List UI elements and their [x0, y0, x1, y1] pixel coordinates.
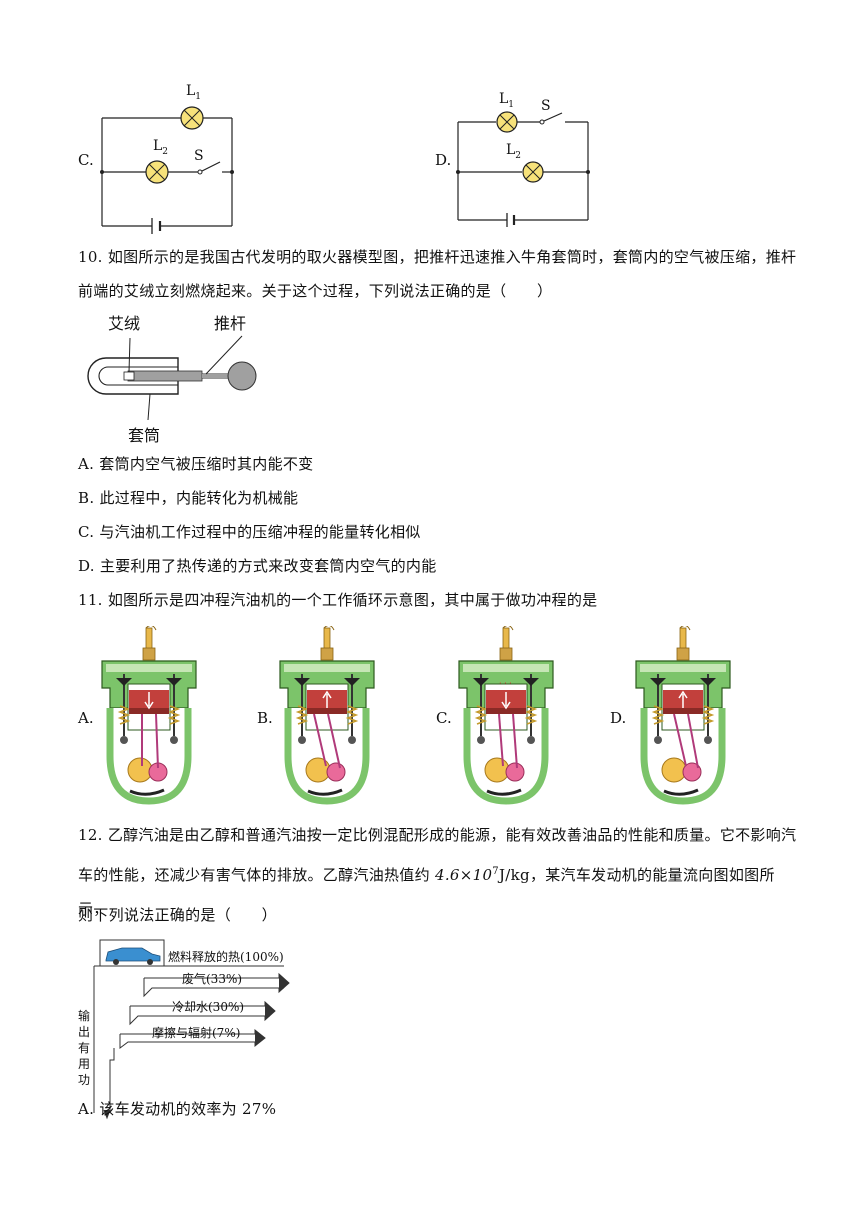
flow-useful-work: 输 出 有 用 功 — [78, 1009, 91, 1087]
engine-label-d: D. — [610, 709, 627, 727]
svg-text:· · ·: · · · — [499, 679, 512, 688]
label-sleeve: 套筒 — [128, 426, 161, 445]
question-11-line-1: 11. 如图所示是四冲程汽油机的一个工作循环示意图，其中属于做功冲程的是 — [78, 591, 598, 609]
lamp-l2-label-c: L2 — [153, 138, 169, 157]
question-10-line-2: 前端的艾绒立刻燃烧起来。关于这个过程，下列说法正确的是（ ） — [78, 282, 553, 300]
flow-cooling-water: 冷却水(30%) — [172, 1000, 245, 1014]
q10-option-b: B. 此过程中，内能转化为机械能 — [78, 489, 299, 507]
option-c-label: C. — [78, 151, 94, 169]
flow-friction-radiation: 摩擦与辐射(7%) — [152, 1026, 241, 1040]
option-d-label: D. — [435, 151, 452, 169]
engine-label-b: B. — [257, 709, 273, 727]
engine-diagram-c: · · · — [453, 626, 559, 806]
q12-option-a: A. 该车发动机的效率为 27% — [78, 1100, 277, 1118]
engine-diagram-a — [96, 626, 202, 806]
lamp-l1-label-d: L1 — [499, 91, 515, 110]
engine-diagram-b — [274, 626, 380, 806]
question-12-line-1: 12. 乙醇汽油是由乙醇和普通汽油按一定比例混配形成的能源，能有效改善油品的性能… — [78, 826, 797, 844]
question-12-line-3: 则下列说法正确的是（ ） — [78, 906, 277, 924]
lamp-l1-label-c: L1 — [186, 83, 202, 102]
engine-label-a: A. — [78, 709, 94, 727]
q10-option-a: A. 套筒内空气被压缩时其内能不变 — [78, 455, 314, 473]
circuit-diagram-d — [456, 111, 590, 227]
q10-option-d: D. 主要利用了热传递的方式来改变套筒内空气的内能 — [78, 557, 437, 575]
fire-piston-diagram — [87, 335, 257, 421]
switch-label-d: S — [541, 98, 551, 114]
energy-flow-diagram — [93, 939, 290, 1120]
label-push-rod: 推杆 — [214, 314, 247, 333]
question-12-line-2: 车的性能，还减少有害气体的排放。乙醇汽油热值约 4.6×107J/kg，某汽车发… — [78, 866, 775, 918]
label-tinder: 艾绒 — [108, 314, 141, 333]
lamp-l2-label-d: L2 — [506, 142, 522, 161]
switch-label-c: S — [194, 148, 204, 164]
circuit-diagram-c — [100, 106, 234, 234]
engine-diagram-d — [630, 626, 736, 806]
engine-label-c: C. — [436, 709, 452, 727]
flow-exhaust: 废气(33%) — [182, 972, 243, 986]
q10-option-c: C. 与汽油机工作过程中的压缩冲程的能量转化相似 — [78, 523, 421, 541]
flow-fuel-heat: 燃料释放的热(100%) — [168, 950, 284, 964]
question-10-line-1: 10. 如图所示的是我国古代发明的取火器模型图，把推杆迅速推入牛角套筒时，套筒内… — [78, 248, 797, 266]
